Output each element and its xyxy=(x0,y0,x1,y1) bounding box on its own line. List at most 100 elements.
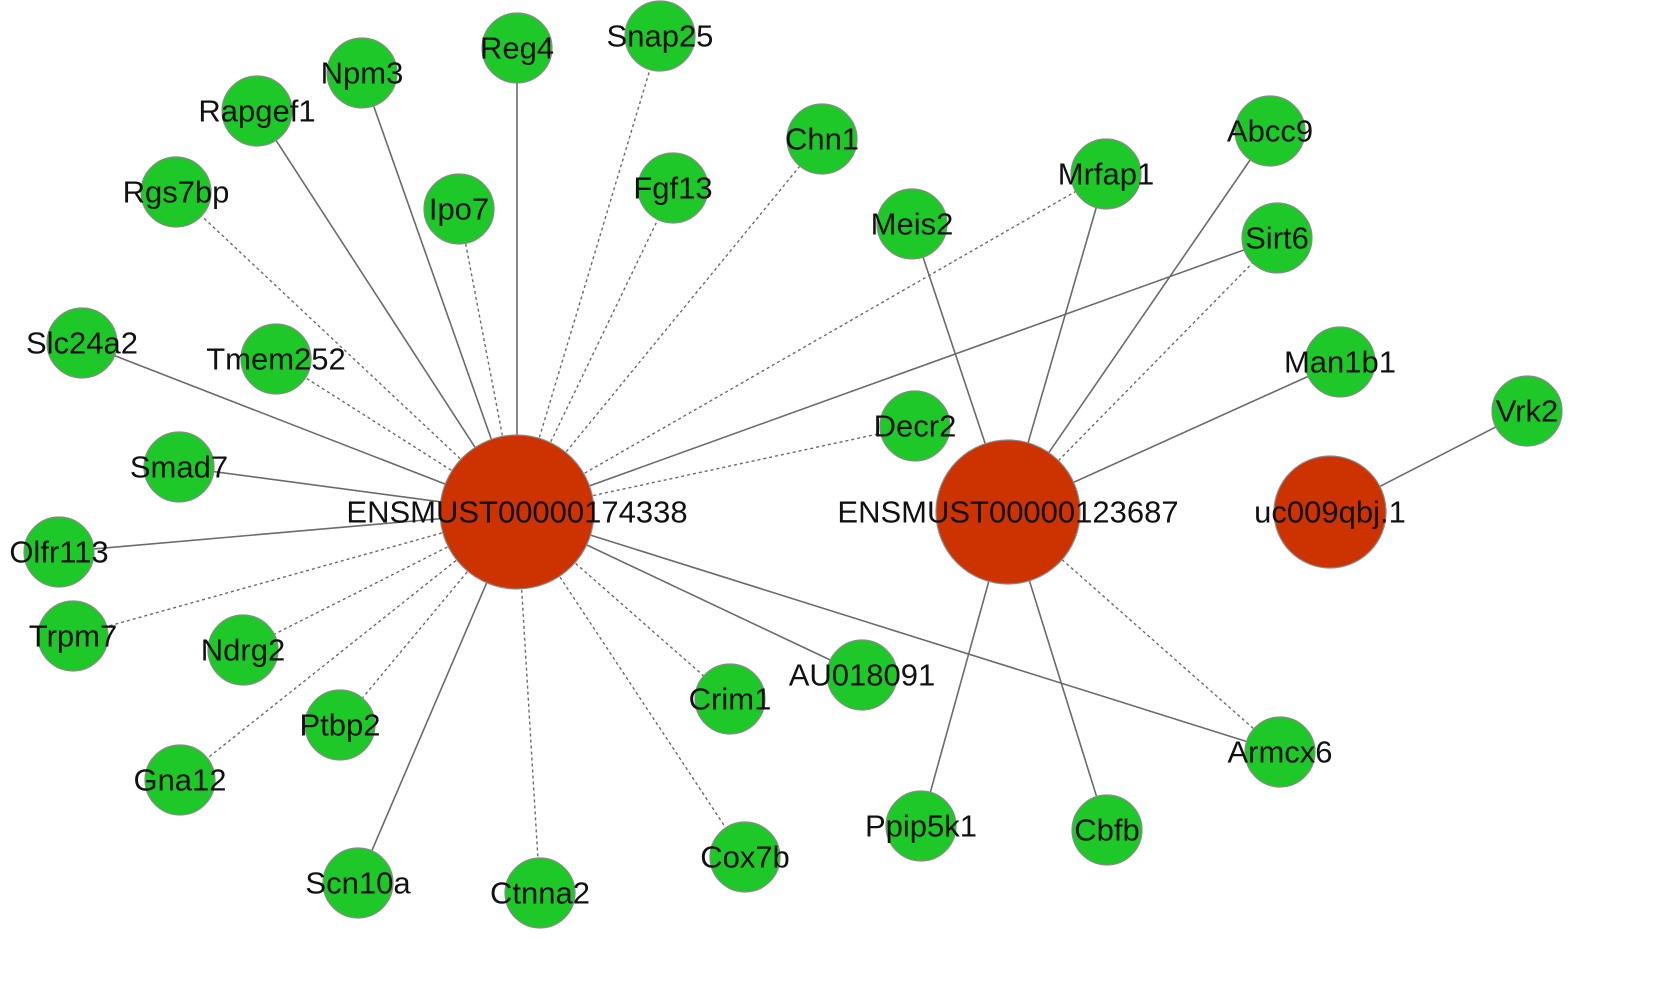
target-node-tmem252: Tmem252 xyxy=(206,323,346,395)
target-circle-chn1 xyxy=(786,103,858,175)
target-node-rgs7bp: Rgs7bp xyxy=(123,156,230,228)
target-node-snap25: Snap25 xyxy=(607,0,714,72)
target-node-olfr113: Olfr113 xyxy=(9,516,109,588)
target-circle-meis2 xyxy=(876,188,948,260)
target-node-crim1: Crim1 xyxy=(689,663,772,735)
target-label-gna12: Gna12 xyxy=(133,763,226,798)
target-label-fgf13: Fgf13 xyxy=(633,171,712,206)
target-label-meis2: Meis2 xyxy=(871,207,954,242)
target-node-au018091: AU018091 xyxy=(789,639,936,711)
target-circle-vrk2 xyxy=(1491,375,1563,447)
edge-h1-crim1 xyxy=(516,511,731,700)
target-label-slc24a2: Slc24a2 xyxy=(26,326,138,361)
edge-h2-sirt6 xyxy=(1007,237,1278,513)
target-node-scn10a: Scn10a xyxy=(305,847,411,919)
hub-label-h2: ENSMUST00000123687 xyxy=(837,495,1178,530)
target-node-trpm7: Trpm7 xyxy=(29,600,117,672)
target-node-decr2: Decr2 xyxy=(874,390,957,462)
edge-h1-slc24a2 xyxy=(81,342,518,513)
target-label-cox7b: Cox7b xyxy=(700,840,790,875)
hub-node-h3: uc009qbj.1 xyxy=(1254,455,1406,569)
edge-h1-armcx6 xyxy=(516,511,1281,753)
target-node-slc24a2: Slc24a2 xyxy=(26,307,138,379)
target-circle-smad7 xyxy=(143,431,215,503)
target-circle-trpm7 xyxy=(37,600,109,672)
target-circle-armcx6 xyxy=(1244,716,1316,788)
target-label-rgs7bp: Rgs7bp xyxy=(123,175,230,210)
target-node-reg4: Reg4 xyxy=(480,12,554,84)
hub-circle-h1 xyxy=(439,434,595,590)
target-label-ptbp2: Ptbp2 xyxy=(299,708,380,743)
target-label-ipo7: Ipo7 xyxy=(429,192,489,227)
target-circle-npm3 xyxy=(326,37,398,109)
target-label-ctnna2: Ctnna2 xyxy=(490,876,590,911)
target-node-chn1: Chn1 xyxy=(785,103,859,175)
target-circle-rapgef1 xyxy=(221,75,293,147)
target-node-fgf13: Fgf13 xyxy=(633,152,713,224)
target-circle-ctnna2 xyxy=(504,857,576,929)
hub-label-h1: ENSMUST00000174338 xyxy=(346,495,687,530)
target-label-tmem252: Tmem252 xyxy=(206,342,346,377)
target-label-au018091: AU018091 xyxy=(789,658,936,693)
target-circle-cox7b xyxy=(709,821,781,893)
target-label-abcc9: Abcc9 xyxy=(1227,114,1313,149)
target-label-vrk2: Vrk2 xyxy=(1496,394,1559,429)
target-circle-cbfb xyxy=(1071,794,1143,866)
target-circle-gna12 xyxy=(144,744,216,816)
target-circle-ndrg2 xyxy=(207,614,279,686)
target-circle-scn10a xyxy=(322,847,394,919)
edge-h1-trpm7 xyxy=(72,511,518,637)
target-circle-rgs7bp xyxy=(140,156,212,228)
target-label-sirt6: Sirt6 xyxy=(1245,221,1309,256)
target-circle-mrfap1 xyxy=(1070,138,1142,210)
target-label-rapgef1: Rapgef1 xyxy=(198,94,315,129)
target-node-man1b1: Man1b1 xyxy=(1284,326,1396,398)
target-circle-ppip5k1 xyxy=(885,790,957,862)
hub-label-h3: uc009qbj.1 xyxy=(1254,495,1406,530)
target-label-armcx6: Armcx6 xyxy=(1227,735,1332,770)
target-node-npm3: Npm3 xyxy=(321,37,404,109)
target-node-vrk2: Vrk2 xyxy=(1491,375,1563,447)
target-label-cbfb: Cbfb xyxy=(1074,813,1139,848)
target-circle-crim1 xyxy=(694,663,766,735)
target-node-meis2: Meis2 xyxy=(871,188,954,260)
target-label-chn1: Chn1 xyxy=(785,122,859,157)
target-node-ppip5k1: Ppip5k1 xyxy=(865,790,977,862)
edge-h1-mrfap1 xyxy=(516,173,1107,513)
target-circle-fgf13 xyxy=(637,152,709,224)
target-circle-ptbp2 xyxy=(304,689,376,761)
target-node-gna12: Gna12 xyxy=(133,744,227,816)
hub-circle-h3 xyxy=(1273,455,1387,569)
target-label-olfr113: Olfr113 xyxy=(9,535,108,570)
edge-h1-ptbp2 xyxy=(339,511,518,726)
edge-h2-abcc9 xyxy=(1007,130,1271,513)
target-circle-olfr113 xyxy=(23,516,95,588)
hub-circle-h2 xyxy=(935,439,1081,585)
edge-h1-sirt6 xyxy=(516,237,1278,513)
target-circle-reg4 xyxy=(481,12,553,84)
target-circle-slc24a2 xyxy=(46,307,118,379)
target-label-man1b1: Man1b1 xyxy=(1284,345,1396,380)
target-node-ctnna2: Ctnna2 xyxy=(490,857,590,929)
target-node-rapgef1: Rapgef1 xyxy=(198,75,316,147)
target-label-npm3: Npm3 xyxy=(321,56,404,91)
target-label-trpm7: Trpm7 xyxy=(29,619,117,654)
edge-h1-snap25 xyxy=(516,35,661,513)
target-circle-ipo7 xyxy=(423,173,495,245)
target-circle-snap25 xyxy=(624,0,696,72)
edge-h1-chn1 xyxy=(516,138,823,513)
target-node-ptbp2: Ptbp2 xyxy=(299,689,381,761)
target-circle-tmem252 xyxy=(240,323,312,395)
target-circle-sirt6 xyxy=(1241,202,1313,274)
target-label-crim1: Crim1 xyxy=(689,682,772,717)
target-node-sirt6: Sirt6 xyxy=(1241,202,1313,274)
target-node-mrfap1: Mrfap1 xyxy=(1058,138,1154,210)
target-node-cox7b: Cox7b xyxy=(700,821,790,893)
target-label-reg4: Reg4 xyxy=(480,31,554,66)
hub-node-h1: ENSMUST00000174338 xyxy=(346,434,688,590)
target-label-decr2: Decr2 xyxy=(874,409,957,444)
target-label-ndrg2: Ndrg2 xyxy=(201,633,285,668)
target-label-snap25: Snap25 xyxy=(607,19,714,54)
